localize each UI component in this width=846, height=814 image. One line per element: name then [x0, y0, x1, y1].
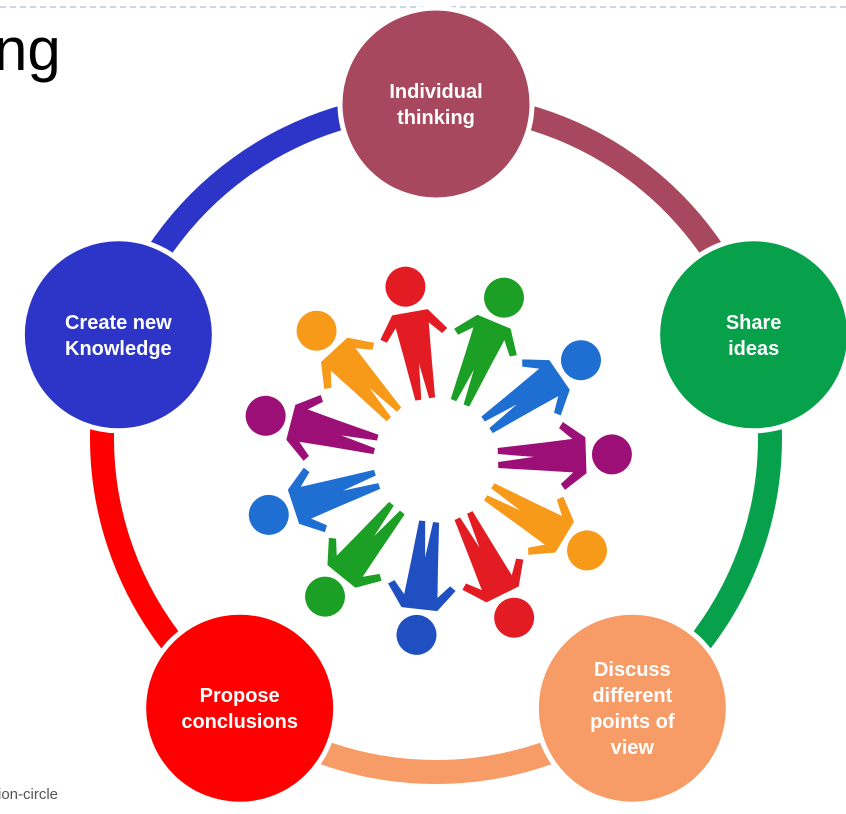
- cycle-node-label-line: Knowledge: [65, 338, 172, 360]
- cycle-node-label-line: Create new: [65, 312, 172, 334]
- cycle-node-label-line: thinking: [397, 107, 475, 129]
- cycle-node-3: Discuss different points of view: [533, 609, 731, 807]
- person-figure: [497, 421, 632, 490]
- cycle-node-circle: [141, 609, 339, 807]
- cycle-node-circle: [337, 5, 535, 203]
- person-figure: [481, 340, 601, 434]
- cycle-node-label-line: view: [611, 737, 655, 759]
- person-figure: [388, 520, 456, 655]
- people-circle-illustration: [245, 266, 632, 655]
- person-figure: [305, 501, 405, 617]
- cycle-node-label-line: points of: [590, 711, 675, 733]
- person-figure: [245, 394, 379, 461]
- person-figure: [380, 266, 448, 401]
- cycle-node-circle: [19, 236, 217, 434]
- image-caption: ion-circle: [0, 786, 59, 803]
- cycle-node-label-line: Share: [726, 312, 782, 334]
- cycle-node-4: Propose conclusions: [141, 609, 339, 807]
- slide-title-fragment: ng: [0, 16, 61, 83]
- cycle-node-circle: [655, 236, 846, 434]
- cycle-node-label-line: conclusions: [181, 711, 298, 733]
- person-figure: [484, 483, 608, 571]
- cycle-node-label-line: ideas: [728, 338, 779, 360]
- person-figure: [296, 310, 402, 422]
- person-figure: [248, 467, 381, 535]
- cycle-node-1: Individual thinking: [337, 5, 535, 203]
- cycle-node-label-line: Propose: [200, 685, 280, 707]
- cycle-node-2: Share ideas: [655, 236, 846, 434]
- cycle-node-circle: [533, 609, 731, 807]
- cycle-node-label-line: different: [592, 685, 672, 707]
- cycle-node-label-line: Individual: [389, 81, 482, 103]
- person-figure: [450, 277, 524, 407]
- person-figure: [454, 511, 535, 638]
- cycle-node-label-line: Discuss: [594, 659, 671, 681]
